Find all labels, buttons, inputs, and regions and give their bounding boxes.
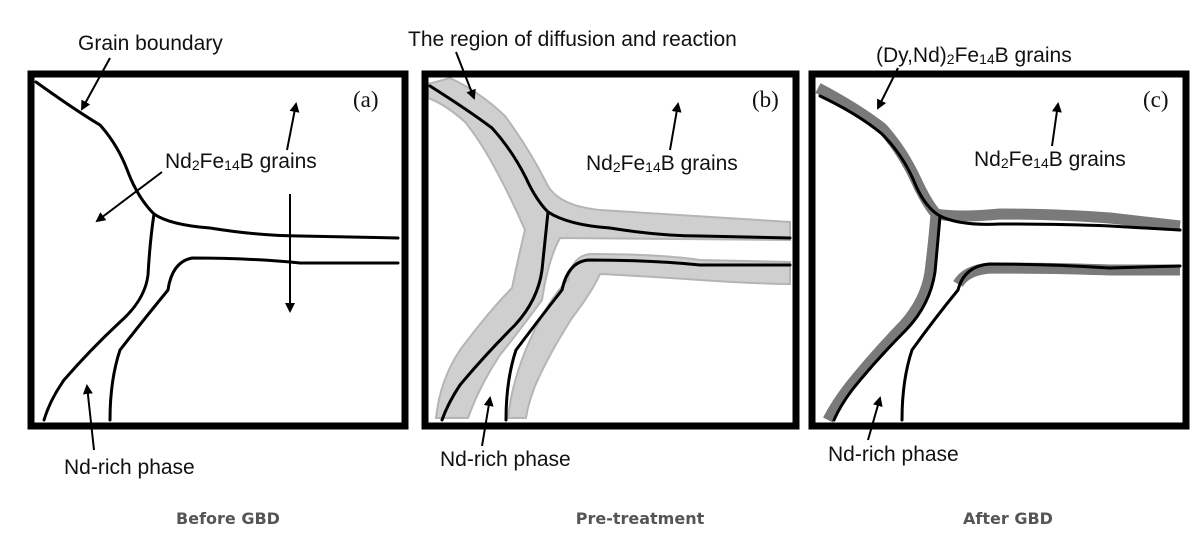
- panel-b-nd-rich-arrow: [481, 396, 494, 447]
- panel-a-frame: [27, 70, 409, 430]
- dy-grains-label: (Dy,Nd)2Fe14B grains: [876, 44, 1072, 67]
- panel-a-grains-arrow-up: [286, 102, 300, 151]
- dy-shell-lower-right: [953, 262, 1180, 288]
- diffusion-region-lower: [506, 252, 791, 419]
- grain-boundary-arrow: [81, 57, 111, 111]
- dy-shell-upper-right: [935, 208, 1181, 232]
- panel-b-nd-rich-label: Nd-rich phase: [440, 448, 571, 471]
- diffusion-region-label: The region of diffusion and reaction: [408, 28, 737, 51]
- panel-b-boundary-upper-right: [546, 210, 792, 240]
- panel-c-frame: [808, 70, 1190, 430]
- panel-a-grains-arrow-left: [95, 171, 163, 223]
- panel-a-boundary-upper-right: [152, 212, 400, 240]
- diffusion-region-arrow: [455, 51, 476, 100]
- panel-b-frame: [421, 70, 800, 430]
- panel-a-nd-rich-label: Nd-rich phase: [64, 456, 195, 479]
- panel-b-boundary-left: [428, 84, 550, 422]
- panel-a-boundary-left: [34, 80, 156, 422]
- panel-a-nd-rich-arrow: [82, 384, 95, 451]
- dy-grains-arrow: [877, 67, 899, 110]
- panel-b: (b) The region of diffusion and reaction…: [408, 28, 800, 528]
- dy-shell-left: [815, 83, 942, 423]
- panel-c-grains-arrow-up: [1051, 102, 1062, 147]
- panel-a: (a) Grain boundary Nd2Fe14B grains Nd-ri…: [27, 32, 409, 528]
- grain-boundary-label: Grain boundary: [78, 32, 223, 55]
- panel-c-letter: (c): [1143, 87, 1169, 112]
- panel-b-caption: Pre-treatment: [576, 509, 705, 528]
- diffusion-region-left: [427, 76, 791, 419]
- panel-c-grains-label: Nd2Fe14B grains: [974, 148, 1126, 171]
- panel-c-nd-rich-label: Nd-rich phase: [828, 443, 959, 466]
- panel-a-boundary-lower: [108, 256, 400, 422]
- panel-b-grains-label: Nd2Fe14B grains: [586, 152, 738, 175]
- panel-a-letter: (a): [353, 87, 379, 112]
- panel-c-caption: After GBD: [963, 509, 1053, 528]
- panel-c-boundary-lower: [900, 262, 1182, 422]
- panel-b-grains-arrow-up: [669, 102, 682, 151]
- panel-a-grains-label: Nd2Fe14B grains: [165, 150, 317, 173]
- panel-c-boundary-upper-right: [938, 214, 1182, 232]
- panel-c-boundary-left: [818, 94, 942, 422]
- panel-b-boundary-lower: [504, 258, 792, 422]
- panel-a-caption: Before GBD: [176, 509, 280, 528]
- panel-c-nd-rich-arrow: [867, 396, 883, 441]
- panel-c: (c) (Dy,Nd)2Fe14B grains Nd2Fe14B grains…: [808, 44, 1190, 528]
- panel-b-letter: (b): [752, 87, 779, 112]
